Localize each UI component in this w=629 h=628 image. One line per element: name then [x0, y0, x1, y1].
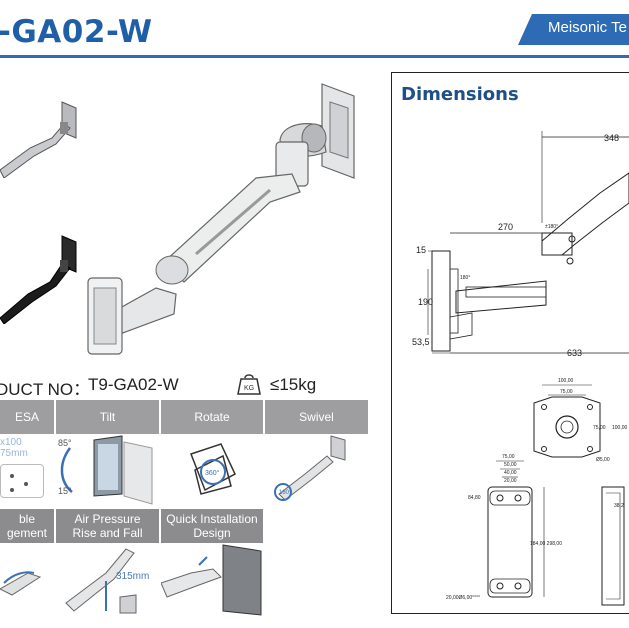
svg-text:75,00: 75,00: [560, 389, 573, 395]
svg-text:180°: 180°: [279, 490, 292, 496]
svg-text:75,00: 75,00: [593, 425, 606, 431]
svg-text:100,00: 100,00: [558, 378, 574, 384]
svg-text:360°: 360°: [205, 469, 220, 477]
dimensions-panel: [391, 72, 629, 614]
white-arm-main-image: [87, 83, 355, 355]
black-arm-thumbnail: [0, 235, 77, 324]
brand-tab: [518, 14, 629, 45]
svg-text:15: 15: [416, 245, 426, 255]
svg-text:315mm: 315mm: [116, 571, 149, 582]
feature-swivel-header: Swivel: [265, 400, 368, 434]
svg-text:40,00: 40,00: [504, 470, 517, 476]
feature-cable-image: [0, 543, 54, 617]
feature-swivel-image: 180°: [265, 434, 368, 506]
feature-tilt-header: Tilt: [56, 400, 159, 434]
svg-text:190: 190: [418, 297, 433, 307]
weight-icon: KG: [237, 374, 261, 395]
dimension-drawing: 348 270 ±180° 180° 15 190 53,5 633 100,0…: [412, 131, 629, 606]
svg-text:84,80: 84,80: [468, 495, 481, 501]
svg-text:20,00: 20,00: [504, 478, 517, 484]
svg-text:KG: KG: [244, 385, 254, 392]
svg-text:184,00 298,00: 184,00 298,00: [530, 541, 562, 547]
feature-tilt-image: 85° 15°: [56, 434, 159, 506]
svg-text:85°: 85°: [58, 438, 72, 448]
svg-text:270: 270: [498, 222, 513, 232]
svg-text:50,00: 50,00: [504, 462, 517, 468]
svg-text:±180°: ±180°: [545, 224, 558, 230]
feature-quick-install-image: [161, 543, 263, 617]
svg-text:53,5: 53,5: [412, 337, 430, 347]
svg-text:633: 633: [567, 348, 582, 358]
dimensions-title: Dimensions: [401, 84, 519, 105]
header-divider: [0, 55, 629, 58]
silver-arm-thumbnail: [0, 101, 77, 178]
feature-air-pressure-image: 315mm: [56, 543, 159, 617]
max-load: ≤15kg: [270, 375, 317, 394]
product-title: -GA02-W: [0, 14, 153, 50]
product-number: T9-GA02-W: [88, 375, 179, 394]
svg-text:38,2: 38,2: [614, 503, 624, 509]
brand-name: Meisonic Te: [548, 19, 627, 36]
feature-rotate-image: 360°: [161, 434, 263, 506]
svg-text:Ø5,00: Ø5,00: [596, 457, 610, 463]
svg-text:75,00: 75,00: [502, 454, 515, 460]
svg-text:20,00Ø6,00°°°°: 20,00Ø6,00°°°°: [446, 595, 480, 601]
svg-text:15°: 15°: [58, 486, 72, 496]
feature-vesa-header: ESA: [0, 400, 54, 434]
svg-text:100,00: 100,00: [612, 425, 628, 431]
feature-vesa-image: x100 75mm: [0, 434, 54, 506]
svg-text:348: 348: [604, 133, 619, 143]
svg-text:180°: 180°: [460, 275, 470, 281]
product-number-label: DUCT NO：: [0, 380, 91, 399]
feature-rotate-header: Rotate: [161, 400, 263, 434]
